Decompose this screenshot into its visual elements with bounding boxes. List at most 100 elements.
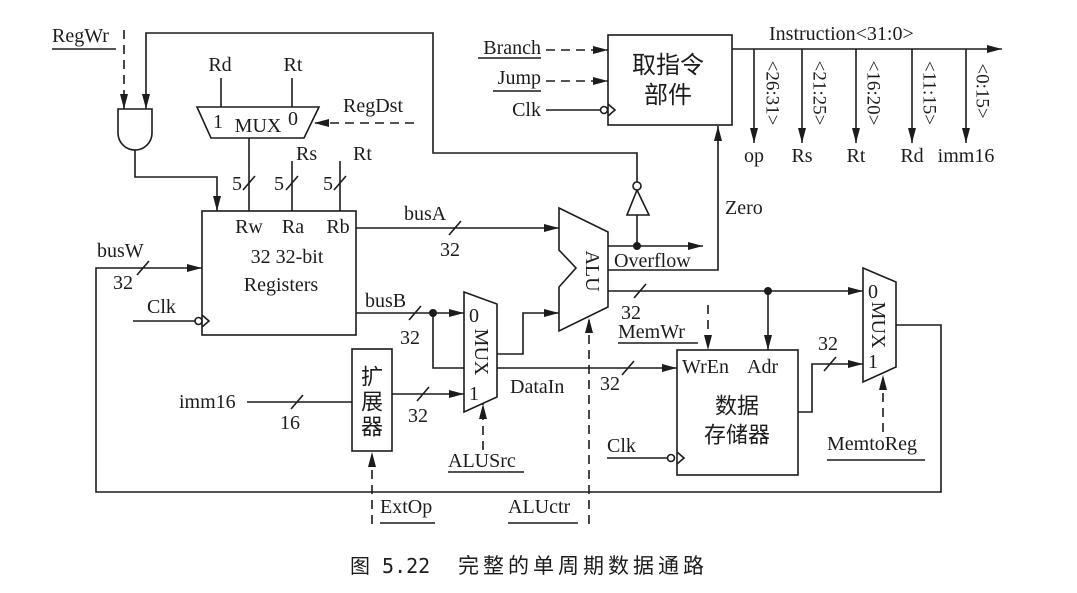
bus-width-slash [333, 175, 347, 191]
alu-result-junction-dot [764, 287, 772, 295]
extop-label: ExtOp [380, 496, 432, 518]
alusrc-mux-label: MUX [470, 329, 492, 376]
memtoreg-mux-sel0: 0 [868, 281, 878, 303]
instruction-field-bits: <16:20> [863, 61, 884, 126]
busa-label: busA [404, 203, 447, 225]
arrowhead-icon [764, 335, 772, 350]
instruction-bus-label: Instruction<31:0> [769, 23, 914, 45]
junction-dots [429, 242, 772, 317]
rb-width-label: 5 [323, 173, 333, 195]
memtoreg-mux-body [862, 266, 897, 384]
register-file-title-1: 32 32-bit [251, 246, 324, 268]
data-memory-title-2: 存储器 [704, 424, 770, 449]
alu-result-width-label: 32 [621, 302, 641, 324]
busb-label: busB [365, 290, 406, 312]
clk-bubble [194, 316, 203, 326]
arrowhead-icon [714, 126, 722, 141]
arrowhead-icon [688, 242, 703, 250]
port-ra: Ra [282, 216, 304, 238]
rt-input-label: Rt [284, 54, 303, 76]
extender-char-2: 展 [361, 391, 383, 416]
memtoreg-mux-sel1: 1 [868, 351, 878, 373]
jump-label: Jump [498, 67, 541, 89]
busb-width-label: 32 [400, 327, 420, 349]
regdst-mux-body [195, 106, 321, 139]
port-wren: WrEn [682, 356, 729, 378]
fetch-unit-title-1: 取指令 [632, 51, 704, 79]
signal-labels: Rd Rt Rs Rt 5 5 5 busW 32 Clk busA 32 bu… [97, 23, 994, 457]
alusrc-mux-sel0: 0 [469, 305, 479, 327]
overflow-junction-dot [633, 242, 641, 250]
arrowhead-icon [314, 119, 329, 127]
regdst-mux: 1 MUX 0 [195, 106, 321, 139]
caption-number: 图 5.22 [350, 554, 430, 578]
clk-bubble [666, 453, 676, 463]
instruction-field-name: op [744, 145, 764, 167]
bus-width-slash [290, 394, 304, 410]
instruction-field-bits: <26:31> [762, 61, 783, 126]
register-write-enable-wire [134, 150, 218, 211]
bus-width-slash [242, 175, 256, 191]
wires [95, 30, 1002, 524]
figure-caption: 图 5.22 完整的单周期数据通路 [350, 554, 704, 578]
inverter-triangle [625, 188, 651, 216]
busw-writeback-wire [95, 267, 942, 493]
bus-width-slash [136, 260, 150, 276]
arrowhead-icon [593, 46, 608, 54]
memory-dataout-wire [798, 363, 863, 413]
memtoreg-label: MemtoReg [827, 433, 917, 455]
busw-label: busW [97, 240, 144, 262]
port-rw: Rw [235, 216, 263, 238]
arrowhead-icon [544, 309, 559, 317]
arrowhead-icon [962, 128, 970, 143]
arrowhead-icon [593, 77, 608, 85]
arrowhead-icon [987, 45, 1002, 53]
alusrc-mux-body [463, 290, 498, 414]
register-file-body [201, 210, 357, 336]
alu: ALU [558, 206, 609, 333]
datain-width-label: 32 [600, 373, 620, 395]
arrowhead-icon [585, 318, 593, 333]
zero-label: Zero [725, 197, 763, 219]
instruction-field-name: Rt [847, 145, 866, 167]
alusrc-mux: 0 MUX 1 [463, 290, 498, 414]
fetch-unit-title-2: 部件 [644, 81, 692, 109]
instruction-field-bits: <11:15> [919, 61, 940, 125]
clock-edge-icon [676, 451, 686, 465]
busb-junction-dot [429, 309, 437, 317]
imm16-width-label: 16 [280, 412, 300, 434]
regdst-mux-sel1: 1 [213, 111, 223, 133]
arrowhead-icon [852, 128, 860, 143]
memtoreg-mux: 0 MUX 1 [862, 266, 897, 384]
datain-wire [432, 313, 677, 369]
arrowhead-icon [798, 128, 806, 143]
arrowhead-icon [368, 452, 376, 467]
arrowhead-icon [908, 128, 916, 143]
rw-width-label: 5 [232, 173, 242, 195]
regwr-label: RegWr [52, 25, 109, 47]
memwr-label: MemWr [618, 321, 685, 343]
register-file-title-2: Registers [244, 274, 319, 296]
zero-wire [608, 126, 719, 271]
bus-width-slash [621, 360, 635, 376]
rd-input-label: Rd [208, 54, 231, 76]
bus-width-slash [285, 175, 299, 191]
arrowhead-icon [879, 375, 887, 390]
clock-edge-icon [607, 103, 617, 117]
extender-body [351, 348, 393, 452]
alusrc-mux-sel1: 1 [469, 383, 479, 405]
bus-width-slash [408, 305, 422, 321]
instruction-field-bits: <21:25> [809, 61, 830, 126]
overflow-label: Overflow [614, 250, 691, 272]
busw-width-label: 32 [113, 272, 133, 294]
instruction-field-name: Rs [791, 145, 812, 167]
extender-char-1: 扩 [361, 366, 383, 391]
instruction-field-name: Rd [900, 145, 923, 167]
aluctr-label: ALUctr [508, 496, 571, 518]
clock-edge-icon [201, 314, 211, 328]
arrowhead-icon [704, 335, 712, 350]
and-gate [117, 108, 153, 151]
arrowhead-icon [848, 287, 863, 295]
arrowhead-icon [142, 94, 150, 109]
arrowhead-icon [848, 360, 863, 368]
